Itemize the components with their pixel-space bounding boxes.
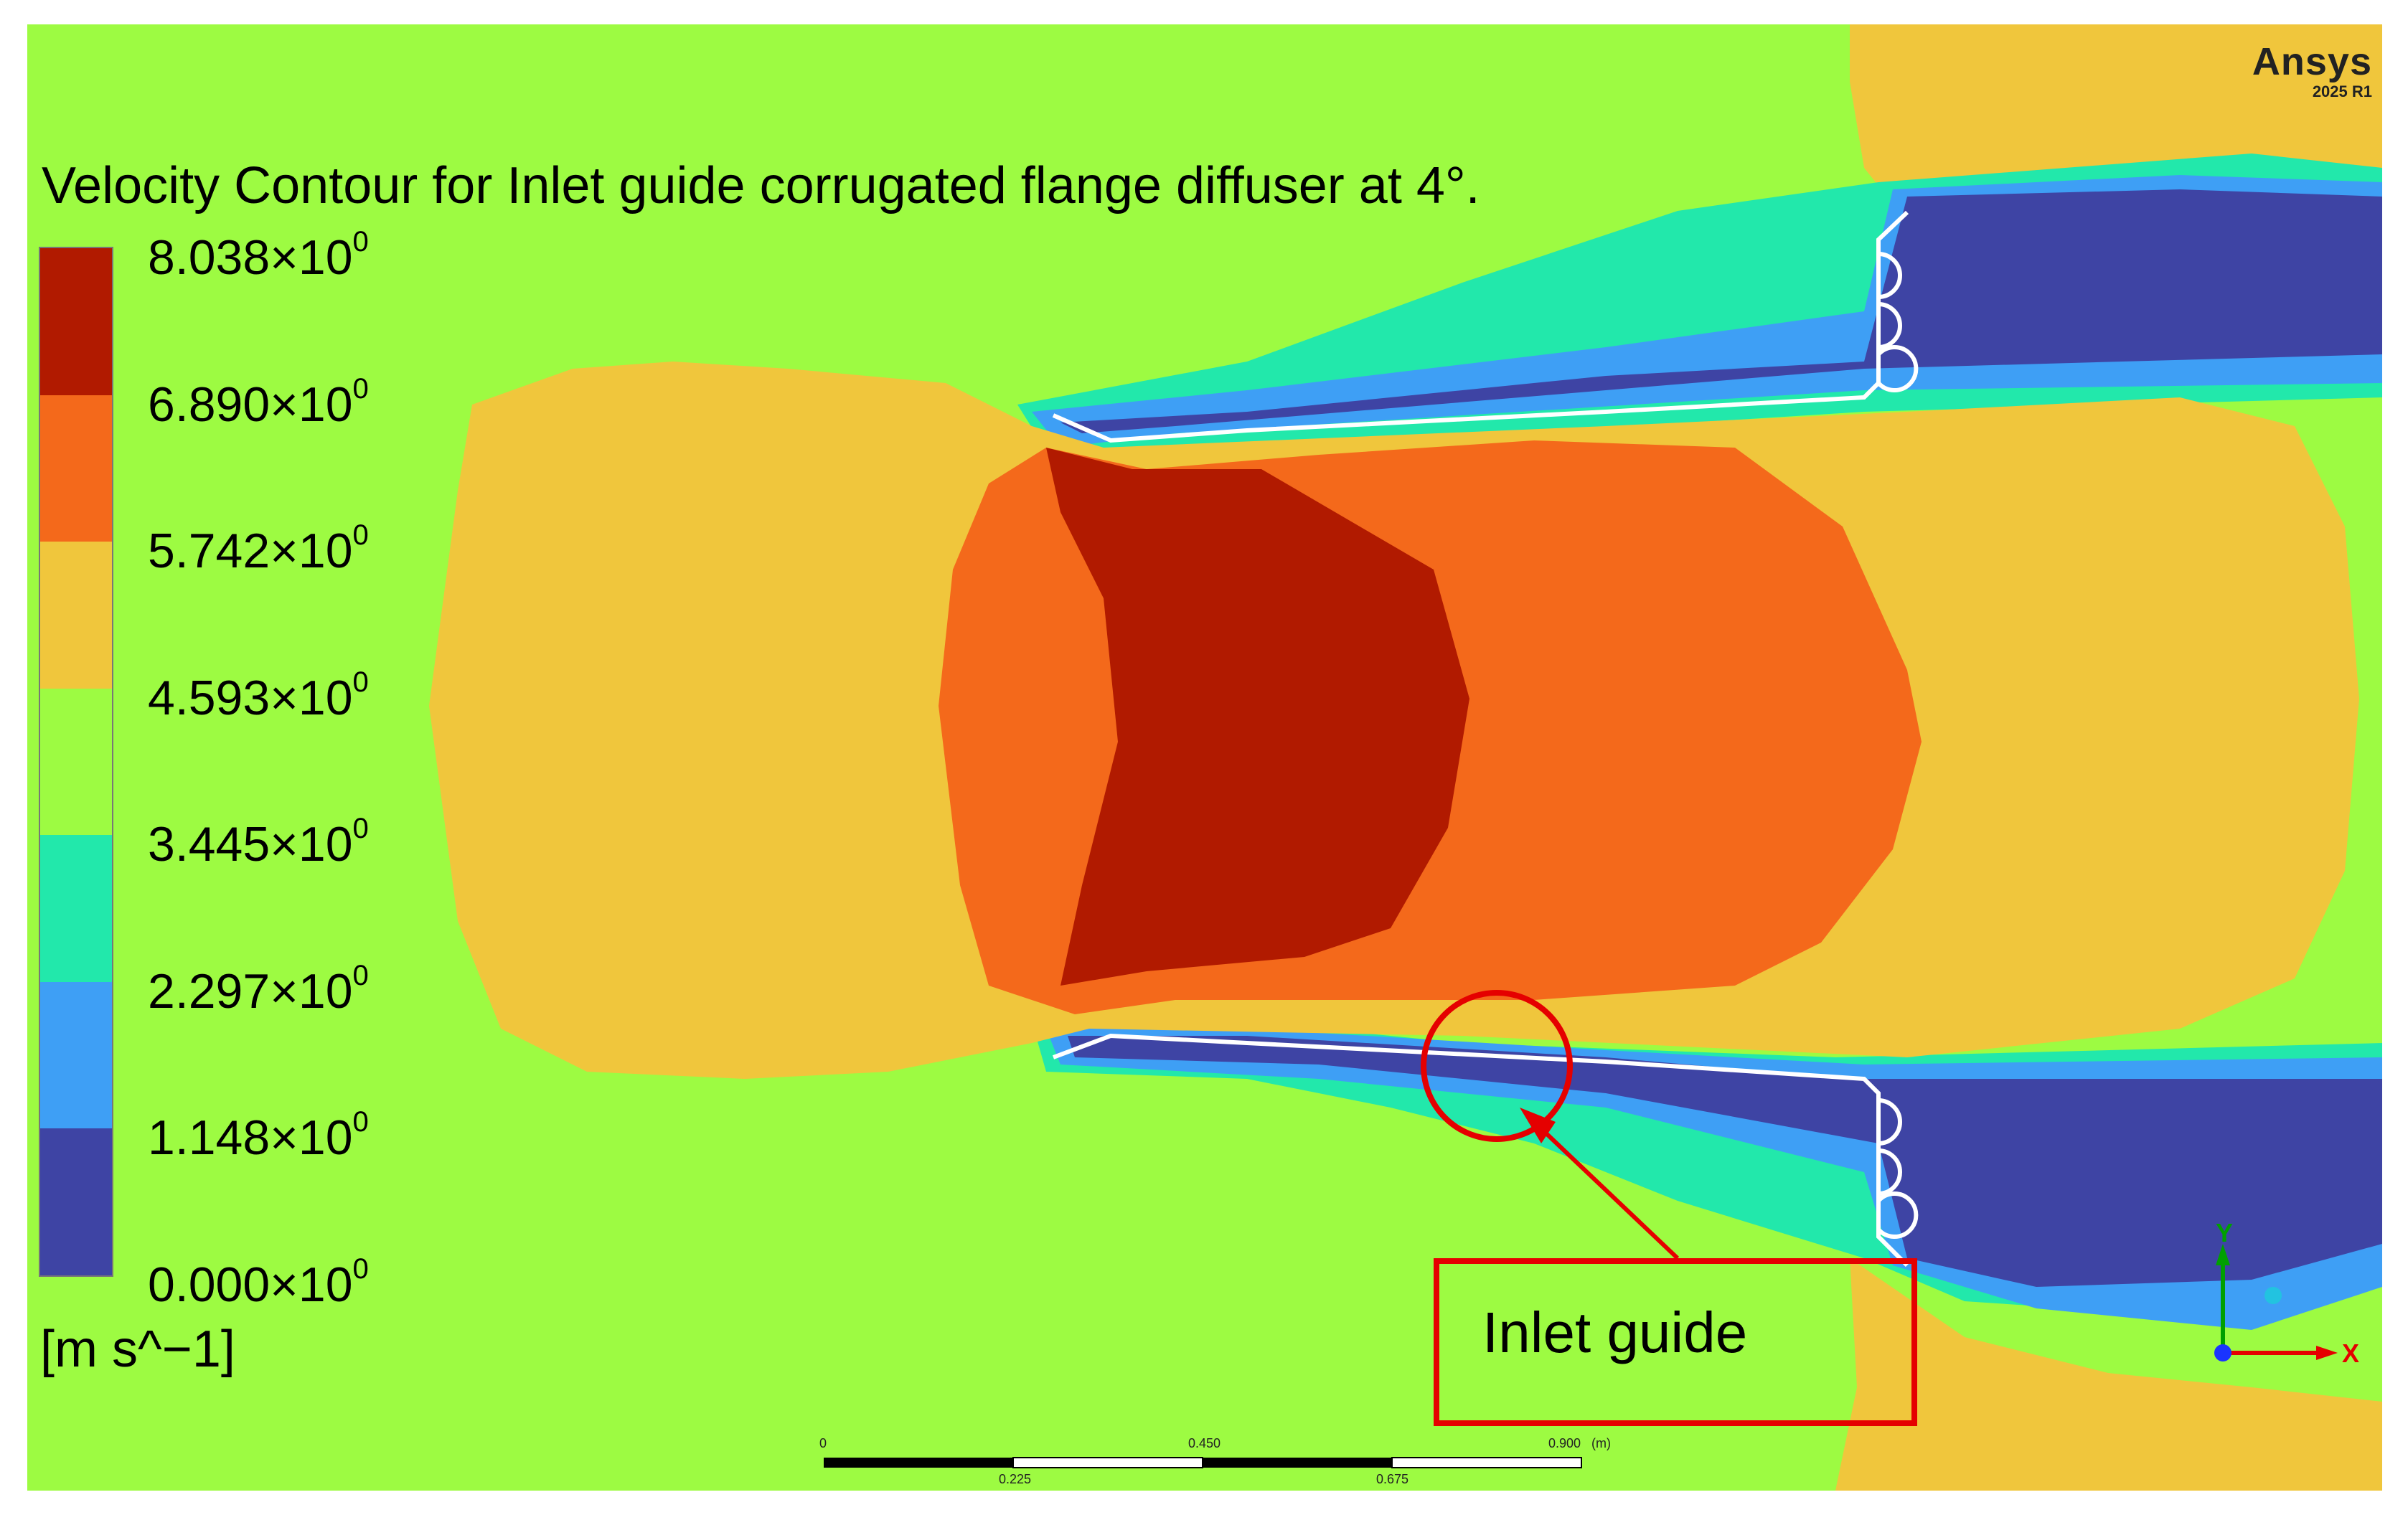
inlet-guide-callout: Inlet guide	[1434, 1258, 1917, 1426]
legend-unit: [m s^−1]	[40, 1321, 235, 1378]
legend-level-label: 5.742×100	[148, 519, 369, 579]
legend-band	[40, 835, 112, 982]
logo-brand: Ansys	[2252, 40, 2372, 83]
axis-triad	[2214, 1244, 2338, 1361]
corrugations-bottom	[1876, 1098, 1919, 1239]
scale-bar	[824, 1457, 1582, 1468]
legend-band	[40, 542, 112, 689]
legend-level-label: 4.593×100	[148, 666, 369, 725]
triad-y-label: Y	[2216, 1218, 2234, 1247]
legend-band	[40, 981, 112, 1129]
wake-region-bottom-right	[1835, 1258, 2382, 1491]
scale-label-0675: 0.675	[1376, 1472, 1409, 1486]
callout-arrow-line	[1532, 1120, 1680, 1260]
diffuser-wall-bottom	[1052, 1033, 1909, 1268]
scale-unit: (m)	[1591, 1436, 1611, 1450]
legend-level-label: 8.038×100	[148, 226, 369, 285]
contour-viewport[interactable]: Velocity Contour for Inlet guide corruga…	[27, 24, 2382, 1491]
velocity-contour-plot	[27, 24, 2382, 1491]
callout-label: Inlet guide	[1482, 1301, 1748, 1364]
legend-level-label: 2.297×100	[148, 959, 369, 1019]
ansys-logo: Ansys 2025 R1	[2252, 40, 2372, 100]
legend-band	[40, 248, 112, 395]
legend-band	[40, 1128, 112, 1275]
legend-level-label: 1.148×100	[148, 1106, 369, 1166]
color-legend-bar	[39, 247, 113, 1277]
scale-label-0450: 0.450	[1188, 1436, 1221, 1450]
triad-x-label: X	[2342, 1339, 2360, 1368]
legend-level-label: 3.445×100	[148, 813, 369, 872]
legend-level-label: 6.890×100	[148, 372, 369, 432]
outer-band-bottom-dark	[1068, 1036, 2382, 1287]
inlet-guide-highlight-circle	[1421, 990, 1573, 1142]
logo-version: 2025 R1	[2312, 82, 2372, 100]
legend-level-label: 0.000×100	[148, 1253, 369, 1312]
outer-band-top-dark	[1060, 189, 2382, 433]
legend-band	[40, 688, 112, 836]
corrugations-top	[1876, 252, 1919, 392]
legend-band	[40, 395, 112, 542]
diffuser-wall-top	[1052, 210, 1909, 443]
plot-title: Velocity Contour for Inlet guide corruga…	[42, 157, 1480, 214]
callout-arrow-head	[1520, 1108, 1556, 1143]
scale-label-0: 0	[819, 1436, 827, 1450]
scale-label-0900: 0.900	[1548, 1436, 1581, 1450]
scale-label-0225: 0.225	[999, 1472, 1032, 1486]
jet-region-red	[1046, 448, 1469, 986]
